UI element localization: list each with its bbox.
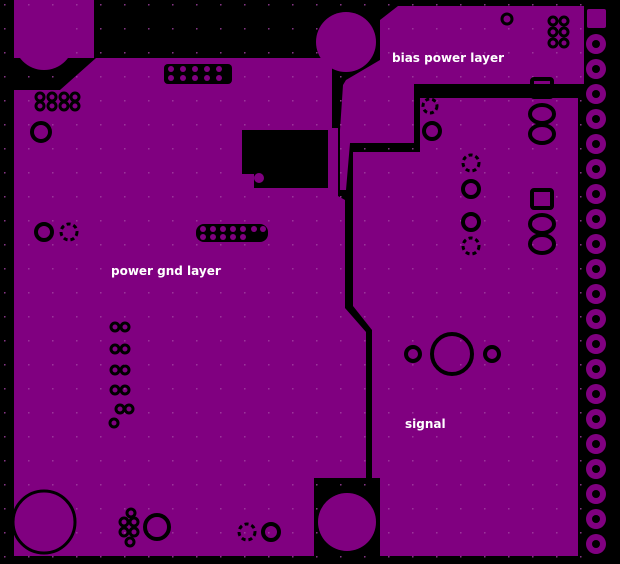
ic-pin1-marker	[254, 173, 264, 183]
label-power-gnd-layer: power gnd layer	[111, 264, 221, 278]
mounting-hole-top-left	[14, 10, 74, 70]
label-signal: signal	[405, 417, 446, 431]
header-top-pads	[168, 66, 222, 81]
pad-left-a	[34, 222, 54, 242]
connector-pad-2c	[528, 233, 556, 255]
pad-sig-a	[421, 97, 439, 115]
pad-left-b	[59, 222, 79, 242]
mounting-hole-top-center	[316, 12, 376, 72]
via-left-single	[30, 121, 52, 143]
pad-column-signal	[461, 153, 481, 256]
pad-bottom-a	[237, 522, 257, 542]
mounting-hole-bottom-left	[11, 489, 77, 555]
connector-pad-square-1	[530, 77, 554, 99]
label-bias-power-layer: bias power layer	[392, 51, 504, 65]
header-mid-pads	[200, 226, 266, 240]
pad-bottom-b	[261, 522, 281, 542]
header-top-outline	[164, 64, 232, 84]
via-cluster-bottom	[118, 507, 140, 548]
via-cluster-bias	[547, 15, 570, 49]
mounting-hole-bottom-center	[318, 493, 376, 551]
connector-pad-1c	[528, 123, 556, 145]
ic-footprint	[242, 130, 328, 188]
edge-connector-pin-holes	[592, 40, 600, 548]
via-cluster-left	[34, 91, 81, 112]
pad-signal-right	[483, 345, 501, 363]
pad-bottom-large	[143, 513, 171, 541]
mounting-hole-signal	[430, 332, 474, 376]
pad-signal-left	[404, 345, 422, 363]
pad-sig-b	[422, 121, 442, 141]
connector-pad-square-2	[530, 188, 554, 210]
edge-connector-body	[584, 0, 620, 564]
edge-connector-pin-square	[587, 9, 606, 28]
via-bias-top	[500, 12, 514, 26]
via-column-left	[108, 321, 135, 429]
